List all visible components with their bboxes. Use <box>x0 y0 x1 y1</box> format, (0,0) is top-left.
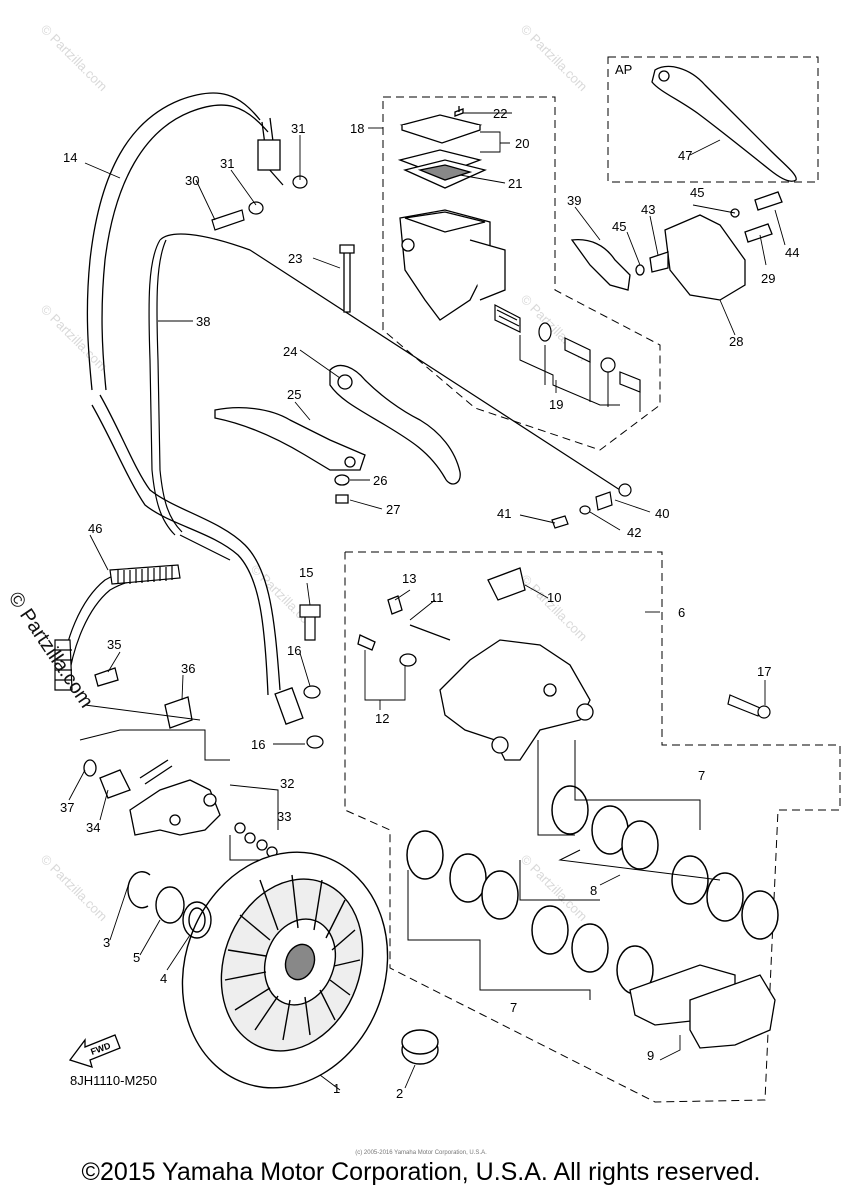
washers-3-5 <box>127 871 212 939</box>
callout-45b: 45 <box>612 219 626 234</box>
callout-16b: 16 <box>251 737 265 752</box>
callout-35: 35 <box>107 637 121 652</box>
callout-16a: 16 <box>287 643 301 658</box>
cable-spring-46 <box>54 564 181 691</box>
callout-11: 11 <box>430 590 444 605</box>
group-box-master-cylinder <box>382 96 661 451</box>
callout-29: 29 <box>761 271 775 286</box>
callout-3: 3 <box>103 935 110 950</box>
bracket-25 <box>214 407 366 504</box>
callout-46: 46 <box>88 521 102 536</box>
spacer-2 <box>401 1029 439 1065</box>
callout-26: 26 <box>373 473 387 488</box>
callout-31a: 31 <box>291 121 305 136</box>
callout-33: 33 <box>277 809 291 824</box>
lever-holder-28 <box>570 191 783 301</box>
callout-15: 15 <box>299 565 313 580</box>
callout-47: 47 <box>678 148 692 163</box>
callout-32: 32 <box>280 776 294 791</box>
callout-45a: 45 <box>690 185 704 200</box>
callout-7a: 7 <box>698 768 705 783</box>
callout-12: 12 <box>375 711 389 726</box>
variant-label: AP <box>615 62 632 77</box>
callout-20: 20 <box>515 136 529 151</box>
callout-27: 27 <box>386 502 400 517</box>
brake-disc <box>181 851 389 1089</box>
callout-38: 38 <box>196 314 210 329</box>
diagram-code: 8JH1110-M250 <box>70 1073 157 1088</box>
callout-40: 40 <box>655 506 669 521</box>
callout-37: 37 <box>60 800 74 815</box>
callout-18: 18 <box>350 121 364 136</box>
master-cylinder <box>397 106 506 321</box>
callout-19: 19 <box>549 397 563 412</box>
callout-leaders <box>68 112 786 1091</box>
callout-17: 17 <box>757 664 771 679</box>
rear-caliper <box>83 667 278 858</box>
watermark-text: © Partzilla.com <box>518 572 591 645</box>
copyright-notice: ©2015 Yamaha Motor Corporation, U.S.A. A… <box>81 1158 761 1186</box>
small-copyright: (c) 2005-2016 Yamaha Motor Corporation, … <box>355 1150 487 1156</box>
callout-1: 1 <box>333 1081 340 1096</box>
callout-36: 36 <box>181 661 195 676</box>
callout-2: 2 <box>396 1086 403 1101</box>
watermark-text: © Partzilla.com <box>38 302 111 375</box>
brake-hose <box>86 92 304 725</box>
callout-14: 14 <box>63 150 77 165</box>
callout-39: 39 <box>567 193 581 208</box>
watermark-layer: © Partzilla.com © Partzilla.com © Partzi… <box>38 22 591 935</box>
misc-hardware <box>211 175 771 749</box>
brake-pads <box>629 964 776 1049</box>
callout-42: 42 <box>627 525 641 540</box>
group-box-ap-lever <box>607 56 819 183</box>
callout-8: 8 <box>590 883 597 898</box>
callout-34: 34 <box>86 820 100 835</box>
watermark-text: © Partzilla.com <box>38 22 111 95</box>
callout-41: 41 <box>497 506 511 521</box>
watermark-text: © Partzilla.com <box>38 852 111 925</box>
callout-43: 43 <box>641 202 655 217</box>
callout-24: 24 <box>283 344 297 359</box>
callout-5: 5 <box>133 950 140 965</box>
leader-lines-7-8 <box>407 740 721 1000</box>
callout-44: 44 <box>785 245 799 260</box>
callout-10: 10 <box>547 590 561 605</box>
leader-19 <box>519 335 620 406</box>
callout-30: 30 <box>185 173 199 188</box>
callout-6: 6 <box>678 605 685 620</box>
callout-13: 13 <box>402 571 416 586</box>
caliper-body <box>357 567 594 761</box>
brake-cable <box>148 233 632 561</box>
piston-set <box>494 304 641 393</box>
callout-9: 9 <box>647 1048 654 1063</box>
cable-end-parts <box>551 491 613 529</box>
ap-lever-47 <box>651 65 797 182</box>
brake-lever-24 <box>329 244 461 485</box>
callout-labels: 1 2 3 4 5 6 7 7 8 9 10 11 12 13 14 15 16… <box>60 62 799 1101</box>
fwd-arrow: FWD <box>68 1034 121 1068</box>
callout-7b: 7 <box>510 1000 517 1015</box>
watermark-text: © Partzilla.com <box>518 22 591 95</box>
callout-21: 21 <box>508 176 522 191</box>
callout-4: 4 <box>160 971 167 986</box>
callout-28: 28 <box>729 334 743 349</box>
callout-25: 25 <box>287 387 301 402</box>
caliper-pistons <box>406 785 779 995</box>
callout-31b: 31 <box>220 156 234 171</box>
callout-23: 23 <box>288 251 302 266</box>
group-box-caliper <box>344 551 841 1103</box>
callout-22: 22 <box>493 106 507 121</box>
